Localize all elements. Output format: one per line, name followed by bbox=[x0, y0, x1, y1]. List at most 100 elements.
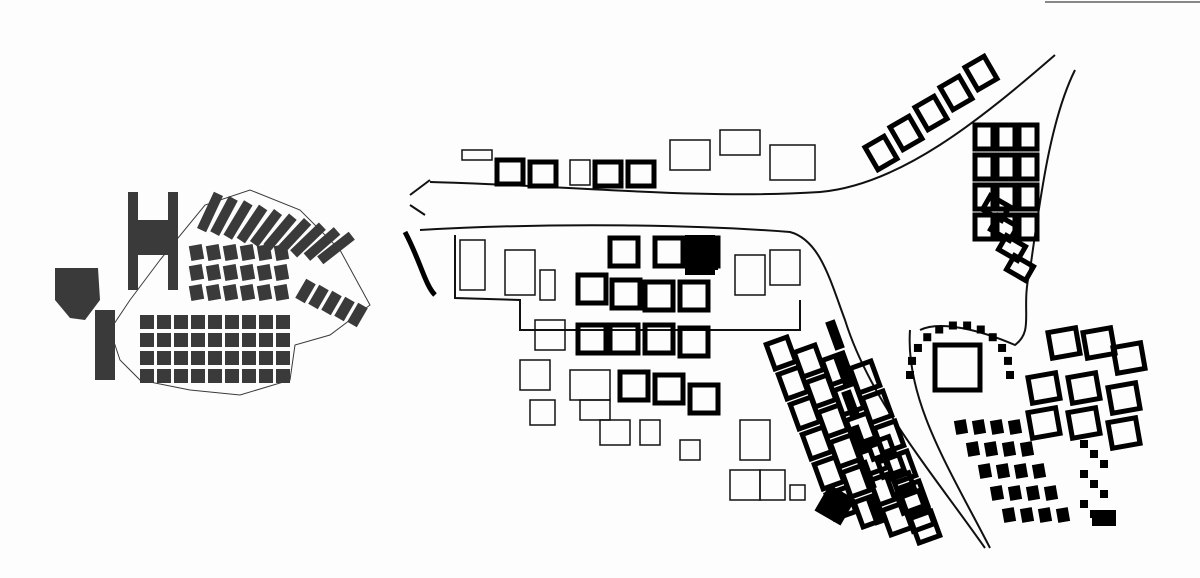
building-block bbox=[1100, 460, 1108, 468]
old-town-block bbox=[303, 227, 341, 261]
courtyard-block bbox=[617, 369, 651, 403]
existing-building bbox=[579, 399, 611, 421]
existing-building bbox=[759, 469, 786, 501]
building-block bbox=[1080, 500, 1088, 508]
old-town-block bbox=[308, 284, 329, 310]
courtyard-block bbox=[625, 159, 657, 189]
old-town-block bbox=[157, 315, 171, 329]
courtyard-block bbox=[652, 235, 686, 269]
courtyard-block bbox=[874, 451, 908, 481]
building-block bbox=[1013, 463, 1029, 479]
old-town-block bbox=[290, 222, 326, 258]
courtyard-block bbox=[1110, 339, 1148, 377]
building-block bbox=[1043, 485, 1059, 501]
old-town-block bbox=[208, 315, 222, 329]
old-town-block bbox=[321, 290, 342, 316]
old-town-block bbox=[236, 204, 268, 244]
old-town-block bbox=[263, 213, 297, 251]
courtyard-block bbox=[642, 279, 676, 313]
existing-building bbox=[719, 129, 761, 156]
courtyard-block bbox=[607, 322, 641, 356]
building-block bbox=[989, 419, 1005, 435]
old-town-block bbox=[174, 369, 188, 383]
existing-building bbox=[569, 159, 591, 186]
building-block bbox=[913, 343, 922, 352]
east-bank-lower bbox=[908, 329, 991, 549]
old-town-block bbox=[191, 351, 205, 365]
courtyard-block bbox=[972, 152, 996, 182]
old-town-block bbox=[208, 333, 222, 347]
old-town-block bbox=[208, 369, 222, 383]
old-town-block bbox=[205, 283, 222, 302]
existing-building bbox=[534, 319, 566, 351]
building-block bbox=[1100, 490, 1108, 498]
old-town-block bbox=[191, 333, 205, 347]
courtyard-block bbox=[1016, 122, 1040, 152]
existing-building bbox=[679, 439, 701, 461]
existing-building bbox=[734, 254, 766, 296]
courtyard-block bbox=[1045, 324, 1083, 362]
courtyard-block bbox=[994, 152, 1018, 182]
building-block bbox=[814, 484, 856, 526]
old-town-block bbox=[205, 243, 222, 262]
old-town-block bbox=[242, 369, 256, 383]
courtyard-block bbox=[847, 357, 883, 397]
courtyard-block bbox=[994, 122, 1018, 152]
building-block bbox=[935, 325, 944, 334]
old-town-block bbox=[242, 351, 256, 365]
existing-building bbox=[769, 249, 801, 286]
old-town-block bbox=[256, 263, 273, 282]
existing-building bbox=[539, 269, 556, 301]
crescent-quay bbox=[402, 230, 437, 297]
building-block bbox=[841, 389, 861, 421]
old-town-block bbox=[317, 231, 355, 265]
old-town-block bbox=[273, 263, 290, 282]
courtyard-block bbox=[1105, 379, 1143, 417]
old-town-block bbox=[188, 263, 205, 282]
quay-outline bbox=[454, 235, 801, 331]
building-block bbox=[1019, 507, 1035, 523]
existing-building bbox=[504, 249, 536, 296]
old-town-block bbox=[188, 283, 205, 302]
old-town-block bbox=[225, 351, 239, 365]
old-town-block bbox=[210, 195, 238, 237]
south-bank bbox=[419, 224, 986, 549]
old-town-block bbox=[276, 315, 290, 329]
old-town-block bbox=[239, 283, 256, 302]
old-town-block bbox=[273, 283, 290, 302]
building-block bbox=[963, 321, 972, 330]
old-town-block bbox=[239, 243, 256, 262]
courtyard-block bbox=[1016, 152, 1040, 182]
old-town-block bbox=[222, 243, 239, 262]
building-block bbox=[977, 463, 993, 479]
old-town-blocks bbox=[95, 191, 368, 383]
old-town-block bbox=[157, 333, 171, 347]
building-block bbox=[833, 354, 853, 386]
old-town-block bbox=[128, 192, 178, 290]
existing-building bbox=[599, 419, 631, 446]
old-town-block bbox=[95, 310, 115, 380]
old-town-block bbox=[55, 268, 100, 320]
old-town-block bbox=[259, 369, 273, 383]
building-block bbox=[1025, 485, 1041, 501]
courtyard-block bbox=[642, 322, 676, 356]
old-town-block bbox=[222, 263, 239, 282]
courtyard-block bbox=[932, 342, 983, 393]
courtyard-block bbox=[592, 159, 624, 189]
existing-building bbox=[519, 359, 551, 391]
building-block bbox=[989, 485, 1005, 501]
old-town-block bbox=[223, 200, 253, 240]
old-town-block bbox=[157, 351, 171, 365]
courtyard-block bbox=[894, 487, 928, 517]
building-block bbox=[1006, 371, 1014, 379]
courtyard-block bbox=[819, 349, 855, 389]
old-town-block bbox=[157, 369, 171, 383]
existing-building bbox=[739, 419, 771, 461]
building-block bbox=[1037, 507, 1053, 523]
existing-buildings bbox=[459, 129, 816, 501]
courtyard-block bbox=[677, 279, 711, 313]
existing-building bbox=[461, 149, 493, 161]
courtyard-block bbox=[859, 387, 895, 427]
courtyard-block bbox=[904, 505, 938, 535]
pier-lines bbox=[409, 179, 431, 216]
